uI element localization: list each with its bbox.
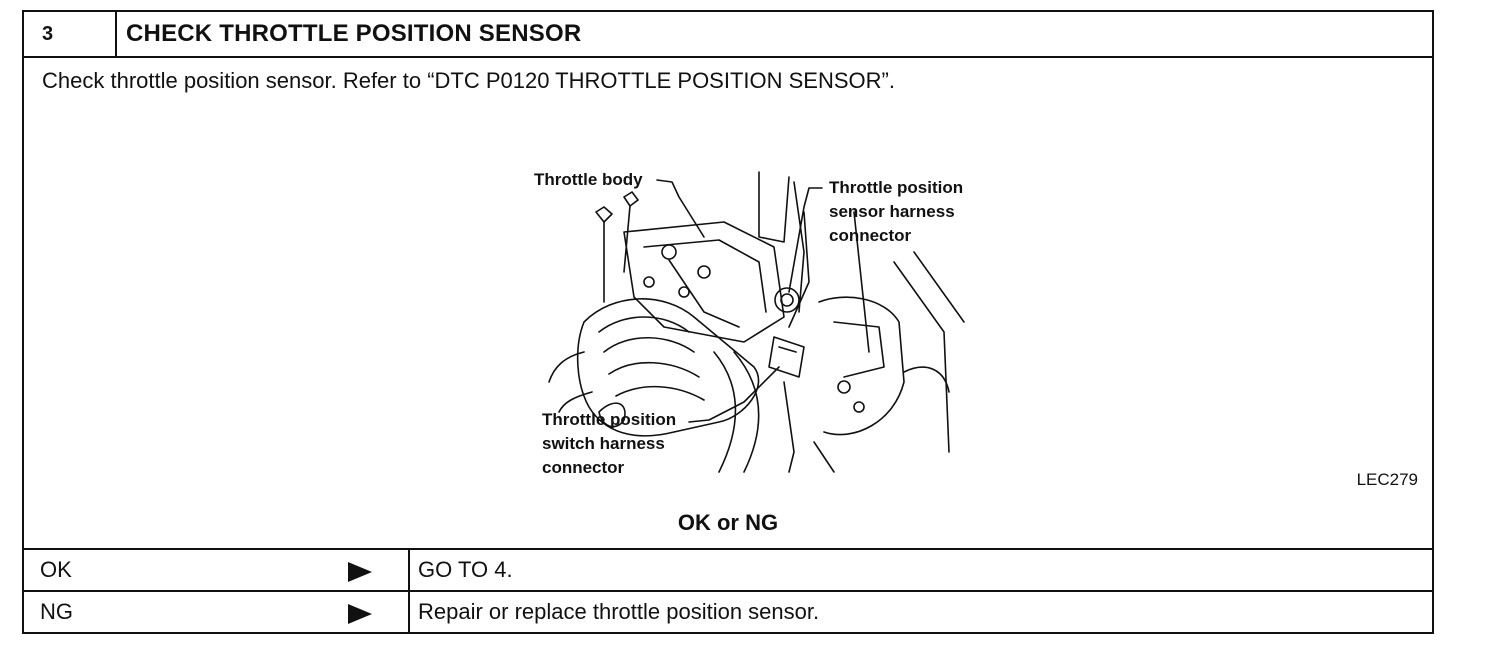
arrow-right-icon	[348, 604, 372, 624]
label-tp-switch-harness-connector: Throttle position switch harness connect…	[542, 410, 677, 477]
step-header: 3 CHECK THROTTLE POSITION SENSOR	[24, 12, 1432, 58]
outcome-row-ok: OK GO TO 4.	[24, 548, 1432, 590]
result-heading: OK or NG	[677, 510, 779, 535]
outcome-action: GO TO 4.	[418, 557, 513, 582]
figure-code: LEC279	[1356, 470, 1418, 489]
instruction-text: Check throttle position sensor. Refer to…	[42, 68, 895, 93]
step-number: 3	[24, 12, 117, 56]
outcome-row-ng: NG Repair or replace throttle position s…	[24, 590, 1432, 634]
outcome-key: NG	[40, 599, 73, 624]
engine-illustration: Throttle body Throttle position sensor h…	[504, 152, 974, 482]
label-tps-harness-connector: Throttle position sensor harness connect…	[829, 178, 964, 245]
arrow-right-icon	[348, 562, 372, 582]
diagnostic-procedure-table: 3 CHECK THROTTLE POSITION SENSOR Check t…	[22, 10, 1434, 634]
throttle-body-line-drawing	[548, 171, 965, 473]
cell-divider	[408, 550, 410, 590]
step-title: CHECK THROTTLE POSITION SENSOR	[126, 20, 582, 47]
cell-divider	[408, 592, 410, 634]
outcome-action: Repair or replace throttle position sens…	[418, 599, 820, 624]
outcome-key: OK	[40, 557, 72, 582]
label-throttle-body: Throttle body	[534, 170, 643, 189]
